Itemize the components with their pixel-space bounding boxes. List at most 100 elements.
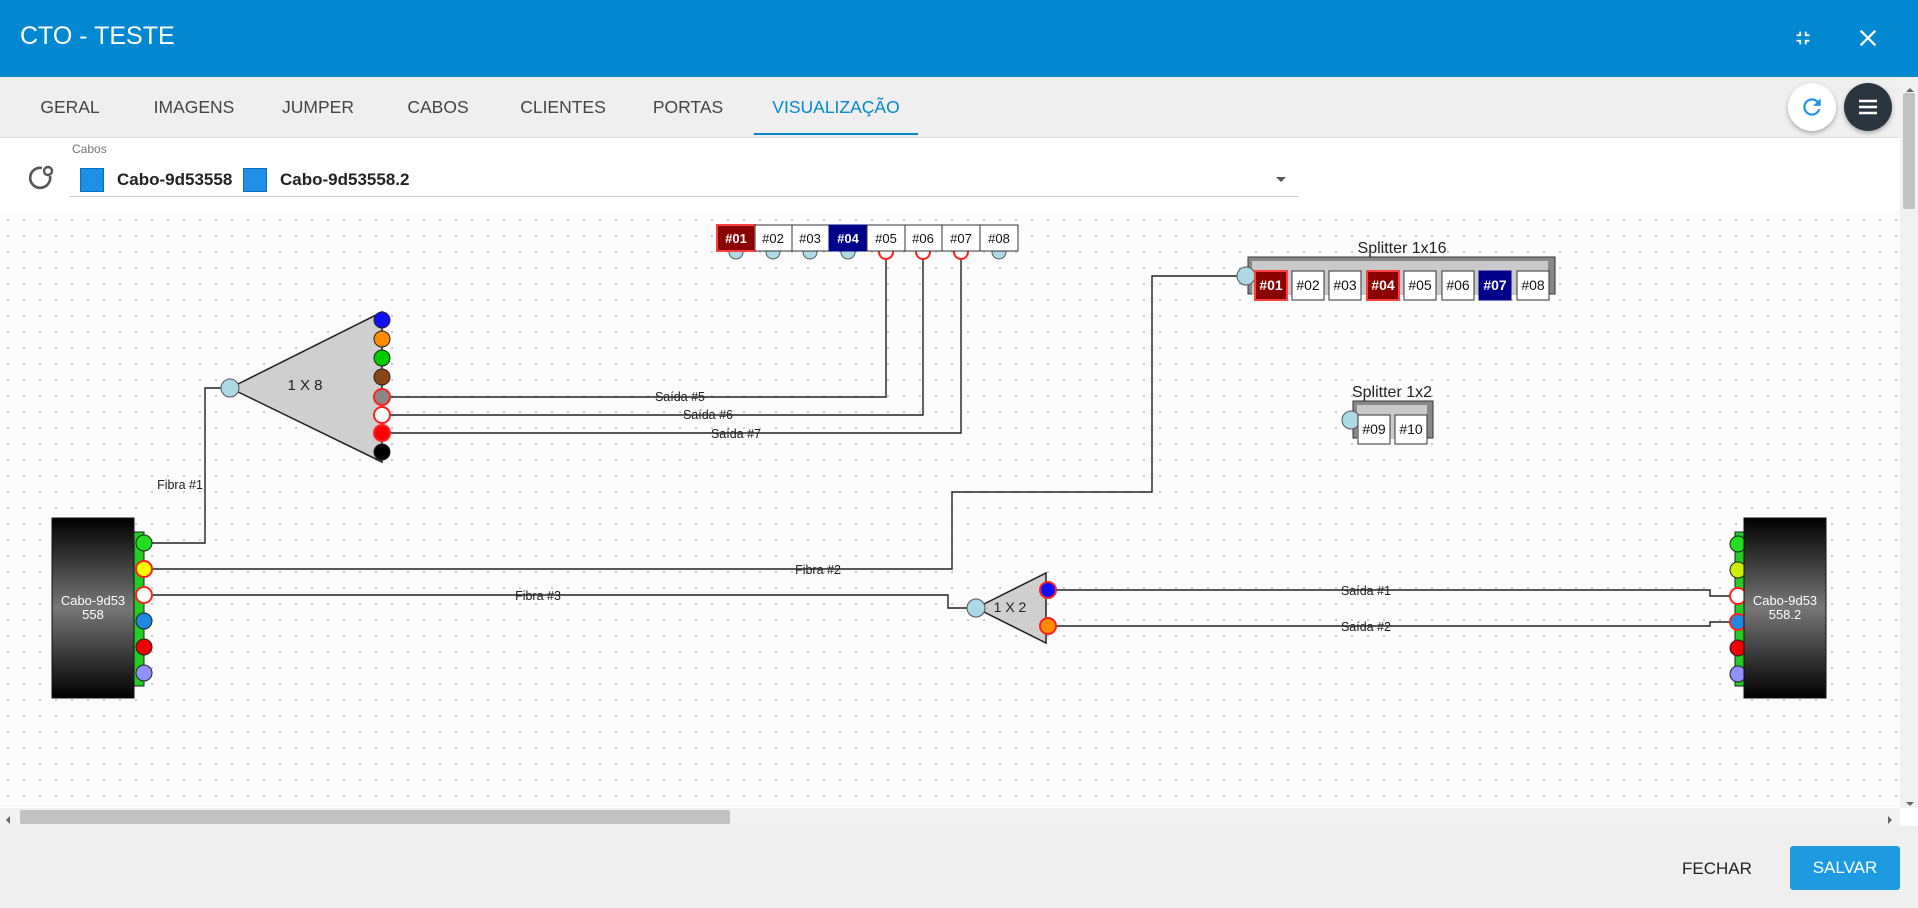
reset-view-button[interactable] <box>26 162 58 199</box>
reset-icon <box>28 165 54 190</box>
saida7-link[interactable] <box>382 254 962 434</box>
caret-down-icon <box>1276 177 1286 182</box>
splitter-1x2-box[interactable]: Splitter 1x2 #09 #10 <box>1341 384 1434 445</box>
splitter2-port-09: #09 <box>1357 414 1391 445</box>
top-port-04[interactable]: #04 <box>828 224 868 260</box>
top-port-02[interactable]: #02 <box>754 224 793 260</box>
tab-cabos[interactable]: CABOS <box>407 97 469 117</box>
cable-left[interactable]: Cabo-9d53 558 <box>51 517 153 699</box>
select-underline <box>70 196 1298 197</box>
svg-text:#05: #05 <box>875 231 897 246</box>
top-port-07[interactable]: #07 <box>941 224 981 260</box>
saida1-link[interactable] <box>1048 589 1738 597</box>
saida6-link[interactable] <box>382 254 924 416</box>
fibra3-label: Fibra #3 <box>515 589 561 603</box>
saida2-link[interactable] <box>1048 621 1738 627</box>
saida2-label: Saída #2 <box>1341 620 1391 634</box>
refresh-icon <box>1803 98 1821 116</box>
svg-text:#07: #07 <box>950 231 972 246</box>
fiber-links <box>144 254 1738 627</box>
fiber-link-2[interactable] <box>144 275 1246 570</box>
tab-clientes[interactable]: CLIENTES <box>520 97 606 117</box>
svg-text:#03: #03 <box>799 231 821 246</box>
cable-left-label-1: Cabo-9d53 <box>61 593 125 608</box>
svg-text:#05: #05 <box>1408 277 1432 293</box>
cable-right[interactable]: Cabo-9d53 558.2 <box>1729 517 1827 699</box>
splitter-1x2[interactable]: 1 X 2 <box>966 571 1057 645</box>
saida5-label: Saída #5 <box>655 390 705 404</box>
scroll-down-arrow[interactable] <box>1905 795 1915 813</box>
tab-visualizacao[interactable]: VISUALIZAÇÃO <box>754 77 918 137</box>
splitter16-port-02: #02 <box>1291 270 1325 301</box>
scroll-up-arrow[interactable] <box>1905 81 1915 99</box>
close-dialog-button[interactable]: FECHAR <box>1682 859 1752 878</box>
saida6-label: Saída #6 <box>683 408 733 422</box>
cable-right-label-2: 558.2 <box>1769 607 1802 622</box>
vertical-scrollbar[interactable] <box>1900 77 1918 808</box>
svg-text:#07: #07 <box>1483 277 1507 293</box>
top-port-03[interactable]: #03 <box>791 224 830 260</box>
svg-text:#08: #08 <box>1521 277 1545 293</box>
fibra2-label: Fibra #2 <box>795 563 841 577</box>
scroll-left-arrow[interactable] <box>4 812 12 830</box>
splitter16-port-06: #06 <box>1441 270 1475 301</box>
top-port-08[interactable]: #08 <box>979 224 1019 260</box>
saida7-label: Saída #7 <box>711 427 761 441</box>
top-port-05[interactable]: #05 <box>866 224 906 260</box>
splitter-1x16-title: Splitter 1x16 <box>1358 240 1447 257</box>
close-button[interactable] <box>1848 20 1888 56</box>
svg-text:#10: #10 <box>1399 421 1423 437</box>
dropdown-toggle[interactable] <box>1274 172 1288 190</box>
saida1-label: Saída #1 <box>1341 584 1391 598</box>
fiber-diagram-canvas[interactable]: Fibra #1 Fibra #2 Fibra #3 Saída #5 Saíd… <box>0 212 1900 807</box>
tab-geral[interactable]: GERAL <box>40 97 100 117</box>
tab-imagens[interactable]: IMAGENS <box>153 97 235 117</box>
top-port-01[interactable]: #01 <box>716 224 756 260</box>
fiber-link-1[interactable] <box>144 387 228 544</box>
exit-fullscreen-icon <box>1796 31 1810 45</box>
splitter-1x2-label: 1 X 2 <box>994 599 1027 615</box>
dialog-footer: FECHAR SALVAR <box>0 826 1918 908</box>
splitter16-port-01: #01 <box>1254 270 1288 301</box>
cable-chip-2[interactable]: Cabo-9d53558.2 <box>280 170 410 189</box>
cable-left-label-2: 558 <box>82 607 104 622</box>
cables-label: Cabos <box>72 142 107 156</box>
svg-text:#06: #06 <box>1446 277 1470 293</box>
splitter16-port-08: #08 <box>1516 270 1550 301</box>
save-button[interactable]: SALVAR <box>1790 846 1900 890</box>
dialog-header: CTO - TESTE <box>0 0 1918 77</box>
splitter2-port-10: #10 <box>1394 414 1428 445</box>
splitter-1x2-title: Splitter 1x2 <box>1352 384 1432 401</box>
fibra1-label: Fibra #1 <box>157 478 203 492</box>
svg-text:#04: #04 <box>1371 277 1395 293</box>
saida5-link[interactable] <box>382 254 887 398</box>
fiber-link-3[interactable] <box>144 594 974 609</box>
svg-text:#01: #01 <box>1259 277 1283 293</box>
splitter16-port-05: #05 <box>1403 270 1437 301</box>
caret-up-icon <box>1906 88 1914 92</box>
diagram-svg: Fibra #1 Fibra #2 Fibra #3 Saída #5 Saíd… <box>51 224 1827 699</box>
splitter-1x8[interactable]: 1 X 8 <box>220 310 391 464</box>
scroll-right-arrow[interactable] <box>1886 812 1894 830</box>
svg-text:#01: #01 <box>725 231 747 246</box>
svg-text:#06: #06 <box>912 231 934 246</box>
top-ports: #01 #02 #03 #04 #05 <box>716 224 1019 260</box>
horizontal-scrollbar[interactable] <box>0 808 1900 826</box>
horizontal-scroll-thumb[interactable] <box>20 810 730 824</box>
refresh-button[interactable] <box>1788 83 1836 131</box>
splitter-1x16[interactable]: Splitter 1x16 #01 #02 #03 #04 #05 #06 #0… <box>1236 240 1556 301</box>
cable-color-swatch <box>80 168 104 192</box>
vertical-scroll-thumb[interactable] <box>1903 93 1915 209</box>
svg-text:#04: #04 <box>837 231 859 246</box>
splitter16-port-04: #04 <box>1366 270 1400 301</box>
minimize-button[interactable] <box>1783 20 1823 56</box>
tab-jumper[interactable]: JUMPER <box>282 97 354 117</box>
menu-button[interactable] <box>1844 83 1892 131</box>
cable-chip-1[interactable]: Cabo-9d53558 <box>117 170 233 189</box>
top-port-06[interactable]: #06 <box>904 224 943 260</box>
splitter-1x8-label: 1 X 8 <box>287 377 322 394</box>
caret-right-icon <box>1888 816 1892 824</box>
cables-select-row: Cabos Cabo-9d53558 Cabo-9d53558.2 <box>0 138 1900 210</box>
caret-left-icon <box>6 816 10 824</box>
tab-portas[interactable]: PORTAS <box>652 97 724 117</box>
